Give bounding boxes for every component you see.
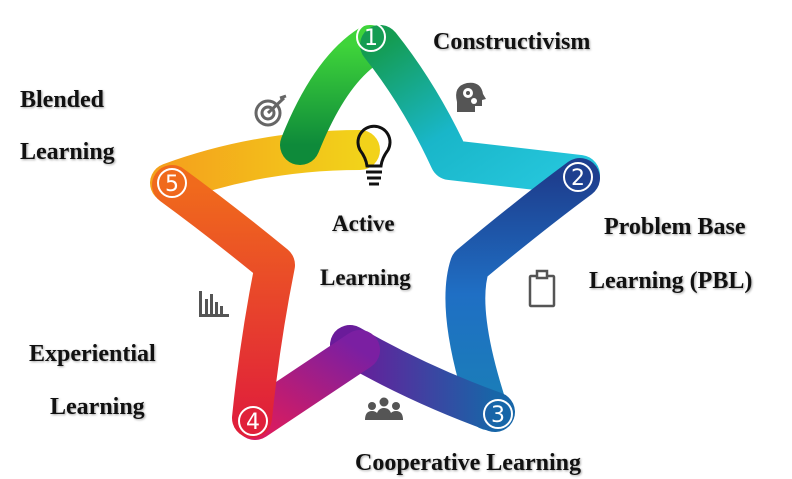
label-problem-base-line2: Learning (PBL) xyxy=(589,268,753,294)
number-circle-4 xyxy=(238,406,268,436)
head-gears-icon xyxy=(456,82,486,112)
number-1: 1 xyxy=(364,26,378,51)
ribbon-segment-2-3 xyxy=(445,158,600,430)
label-blended-line2: Learning xyxy=(20,139,115,165)
number-circle-3 xyxy=(483,399,513,429)
ribbon-segment-1-2 xyxy=(360,25,600,195)
number-circle-5 xyxy=(157,168,187,198)
center-subtitle: Learning xyxy=(320,265,411,290)
number-2: 2 xyxy=(571,166,585,191)
group-icon xyxy=(365,397,403,420)
number-3: 3 xyxy=(491,403,505,428)
label-experiential-line2: Learning xyxy=(50,394,145,420)
label-experiential-line1: Experiential xyxy=(29,341,156,367)
label-constructivism: Constructivism xyxy=(433,29,591,55)
ribbon-segment-5-1 xyxy=(150,130,380,203)
bar-chart-icon xyxy=(199,291,229,317)
target-icon xyxy=(254,94,287,127)
clipboard-icon xyxy=(528,269,556,308)
number-circle-1 xyxy=(356,22,386,52)
center-title: Active xyxy=(332,211,395,236)
label-cooperative-learning: Cooperative Learning xyxy=(355,450,581,476)
ribbon-segment-4-5 xyxy=(152,165,295,438)
number-5: 5 xyxy=(165,172,179,197)
number-circle-2 xyxy=(563,162,593,192)
ribbon-segment-1 xyxy=(280,25,390,165)
label-problem-base-line1: Problem Base xyxy=(604,214,746,240)
lightbulb-icon xyxy=(356,124,392,186)
label-blended-line1: Blended xyxy=(20,87,105,113)
number-4: 4 xyxy=(246,410,260,435)
